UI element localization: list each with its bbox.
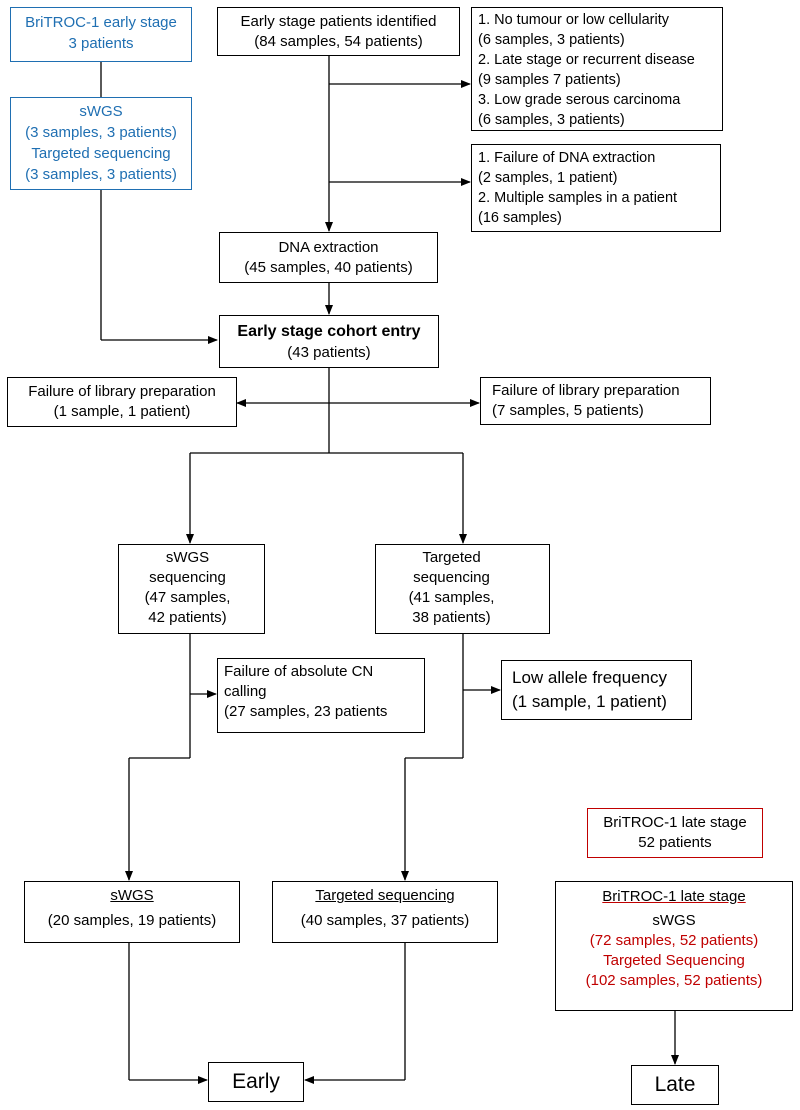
swgs-final-counts: (20 samples, 19 patients) (47, 912, 217, 929)
britroc-late-seq-title: BriTROC-1 late stage (602, 888, 746, 905)
cohort-entry-title: Early stage cohort entry (237, 323, 421, 340)
britroc-late-targeted: Targeted Sequencing (603, 952, 745, 969)
library-failure-left-title: Failure of library preparation (28, 383, 216, 400)
cohort-entry-counts: (43 patients) (287, 344, 371, 361)
britroc-early-sequencing-box: sWGS (3 samples, 3 patients) Targeted se… (10, 97, 192, 190)
britroc-early-swgs: sWGS (79, 103, 123, 120)
early-box: Early (208, 1062, 304, 1102)
targeted-final-title: Targeted sequencing (315, 887, 455, 904)
library-failure-right-title: Failure of library preparation (492, 382, 680, 399)
low-allele-frequency-box: Low allele frequency (1 sample, 1 patien… (501, 660, 692, 720)
swgs-final-box: sWGS (20 samples, 19 patients) (24, 881, 240, 943)
library-failure-left-counts: (1 sample, 1 patient) (53, 403, 191, 420)
britroc-late-count: 52 patients (638, 834, 712, 851)
britroc-late-swgs-counts: (72 samples, 52 patients) (589, 932, 759, 949)
multiple-samples-counts: (16 samples) (478, 210, 562, 226)
britroc-early-title: BriTROC-1 early stage (25, 14, 177, 31)
targeted-final-box: Targeted sequencing (40 samples, 37 pati… (272, 881, 498, 943)
targeted-sequencing-title: Targeted (422, 549, 481, 566)
targeted-sequencing-subtitle: sequencing (413, 569, 490, 586)
dna-exclusion-box: 1. Failure of DNA extraction (2 samples,… (471, 144, 721, 232)
exclusion-criteria-box: 1. No tumour or low cellularity (6 sampl… (471, 7, 723, 131)
cn-calling-failure-title: Failure of absolute CN (224, 663, 374, 680)
britroc-early-targeted-counts: (3 samples, 3 patients) (25, 166, 177, 183)
britroc-late-swgs: sWGS (652, 912, 696, 929)
swgs-final-title: sWGS (110, 887, 154, 904)
britroc-late-stage-box: BriTROC-1 late stage 52 patients (587, 808, 763, 858)
exclusion-low-grade: 3. Low grade serous carcinoma (478, 92, 681, 108)
britroc-late-targeted-counts: (102 samples, 52 patients) (585, 972, 763, 989)
library-failure-right-counts: (7 samples, 5 patients) (492, 402, 644, 419)
swgs-sequencing-samples: (47 samples, (144, 589, 231, 606)
late-label: Late (654, 1073, 696, 1096)
targeted-sequencing-samples: (41 samples, (408, 589, 495, 606)
patients-identified-box: Early stage patients identified (84 samp… (217, 7, 460, 56)
britroc-early-stage-box: BriTROC-1 early stage 3 patients (10, 7, 192, 62)
swgs-sequencing-patients: 42 patients) (148, 609, 227, 626)
exclusion-late-stage-counts: (9 samples 7 patients) (478, 72, 621, 88)
dna-extraction-counts: (45 samples, 40 patients) (244, 259, 413, 276)
patients-identified-title: Early stage patients identified (240, 13, 437, 30)
library-failure-right-box: Failure of library preparation (7 sample… (480, 377, 711, 425)
exclusion-low-grade-counts: (6 samples, 3 patients) (478, 112, 625, 128)
targeted-sequencing-patients: 38 patients) (412, 609, 491, 626)
swgs-sequencing-subtitle: sequencing (149, 569, 226, 586)
cn-calling-failure-subtitle: calling (224, 683, 267, 700)
britroc-early-swgs-counts: (3 samples, 3 patients) (25, 124, 177, 141)
library-failure-left-box: Failure of library preparation (1 sample… (7, 377, 237, 427)
exclusion-no-tumour: 1. No tumour or low cellularity (478, 12, 669, 28)
early-label: Early (232, 1070, 280, 1093)
britroc-late-sequencing-box: BriTROC-1 late stage sWGS (72 samples, 5… (555, 881, 793, 1011)
cn-calling-failure-box: Failure of absolute CN calling (27 sampl… (217, 658, 425, 733)
patients-identified-counts: (84 samples, 54 patients) (254, 33, 423, 50)
dna-extraction-failure: 1. Failure of DNA extraction (478, 150, 656, 166)
exclusion-no-tumour-counts: (6 samples, 3 patients) (478, 32, 625, 48)
late-box: Late (631, 1065, 719, 1105)
dna-extraction-title: DNA extraction (278, 239, 379, 256)
exclusion-late-stage: 2. Late stage or recurrent disease (478, 52, 695, 68)
dna-extraction-failure-counts: (2 samples, 1 patient) (478, 170, 618, 186)
dna-extraction-box: DNA extraction (45 samples, 40 patients) (219, 232, 438, 283)
cn-calling-failure-counts: (27 samples, 23 patients (224, 703, 388, 720)
swgs-sequencing-title: sWGS (165, 549, 210, 566)
britroc-early-targeted: Targeted sequencing (31, 145, 171, 162)
low-allele-frequency-counts: (1 sample, 1 patient) (512, 692, 667, 711)
low-allele-frequency-title: Low allele frequency (512, 668, 667, 687)
multiple-samples: 2. Multiple samples in a patient (478, 190, 678, 206)
cohort-entry-box: Early stage cohort entry (43 patients) (219, 315, 439, 368)
britroc-early-count: 3 patients (68, 35, 134, 52)
targeted-sequencing-box: Targeted sequencing (41 samples, 38 pati… (375, 544, 550, 634)
swgs-sequencing-box: sWGS sequencing (47 samples, 42 patients… (118, 544, 265, 634)
britroc-late-title: BriTROC-1 late stage (603, 814, 747, 831)
targeted-final-counts: (40 samples, 37 patients) (300, 912, 470, 929)
